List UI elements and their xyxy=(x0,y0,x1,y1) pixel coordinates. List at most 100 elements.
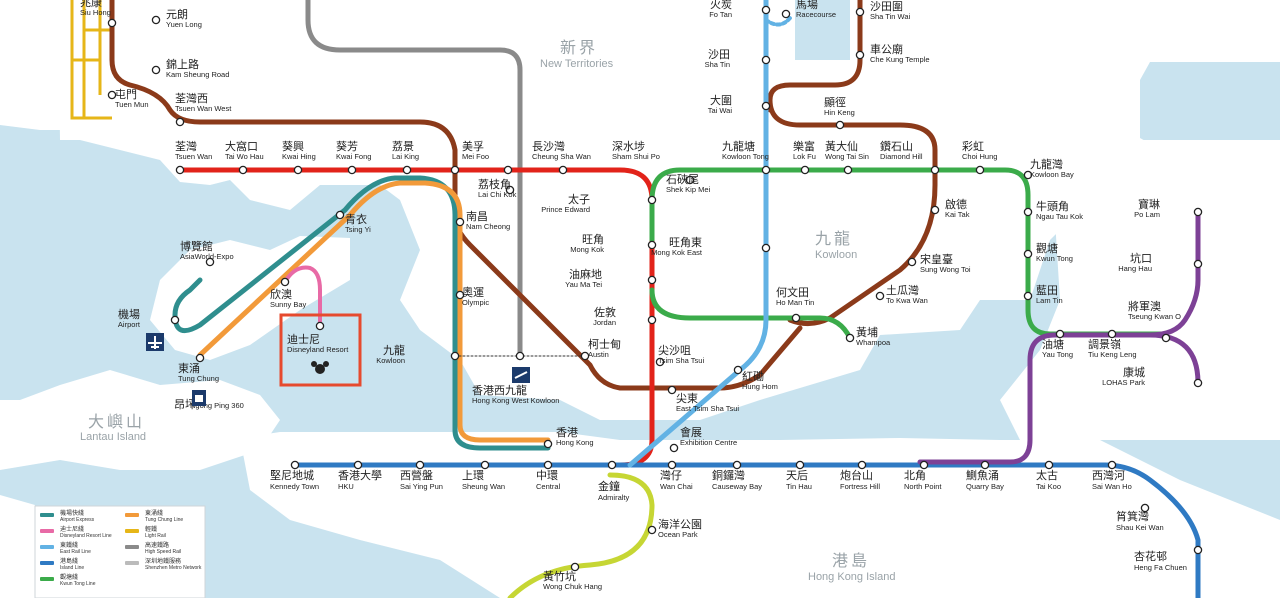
station-dot[interactable] xyxy=(835,120,845,130)
station-dot[interactable] xyxy=(980,460,990,470)
station-dot[interactable] xyxy=(845,333,855,343)
station-dot[interactable] xyxy=(455,217,465,227)
station-dot[interactable] xyxy=(1023,170,1033,180)
station-dot[interactable] xyxy=(450,351,460,361)
station-dot[interactable] xyxy=(175,165,185,175)
station-dot[interactable] xyxy=(843,165,853,175)
station-dot[interactable] xyxy=(480,460,490,470)
station-dot[interactable] xyxy=(667,385,677,395)
station-dot[interactable] xyxy=(975,165,985,175)
station-dot[interactable] xyxy=(503,165,513,175)
station-dot[interactable] xyxy=(1193,378,1203,388)
station-dot[interactable] xyxy=(791,313,801,323)
station-dot[interactable] xyxy=(1193,545,1203,555)
station-dot[interactable] xyxy=(455,290,465,300)
station-dot[interactable] xyxy=(238,165,248,175)
station-dot[interactable] xyxy=(335,210,345,220)
station-dot[interactable] xyxy=(761,55,771,65)
station-dot[interactable] xyxy=(647,275,657,285)
station-dot[interactable] xyxy=(761,243,771,253)
station-dot[interactable] xyxy=(170,315,180,325)
station-dot[interactable] xyxy=(875,291,885,301)
station-dot[interactable] xyxy=(1023,249,1033,259)
station-dot[interactable] xyxy=(685,175,695,185)
station-dot[interactable] xyxy=(280,277,290,287)
station-dot[interactable] xyxy=(732,460,742,470)
station-dot[interactable] xyxy=(195,353,205,363)
station-dot[interactable] xyxy=(543,439,553,449)
station-dot[interactable] xyxy=(505,185,515,195)
station-dot[interactable] xyxy=(857,460,867,470)
station-dot[interactable] xyxy=(175,117,185,127)
station-dot[interactable] xyxy=(402,165,412,175)
station-dot[interactable] xyxy=(1161,333,1171,343)
station-dot[interactable] xyxy=(1107,329,1117,339)
disneyland-highlight[interactable] xyxy=(279,313,362,387)
station-dot[interactable] xyxy=(733,365,743,375)
station-dot[interactable] xyxy=(347,165,357,175)
station-dot[interactable] xyxy=(647,195,657,205)
station-dot[interactable] xyxy=(800,165,810,175)
station-dot[interactable] xyxy=(293,165,303,175)
station-dot[interactable] xyxy=(1023,207,1033,217)
station-dot[interactable] xyxy=(761,5,771,15)
station-dot[interactable] xyxy=(647,525,657,535)
station-dot[interactable] xyxy=(930,165,940,175)
station-dot[interactable] xyxy=(1055,329,1065,339)
station-dot[interactable] xyxy=(907,257,917,267)
station-dot[interactable] xyxy=(647,315,657,325)
station-dot[interactable] xyxy=(919,460,929,470)
station-dot[interactable] xyxy=(1107,460,1117,470)
